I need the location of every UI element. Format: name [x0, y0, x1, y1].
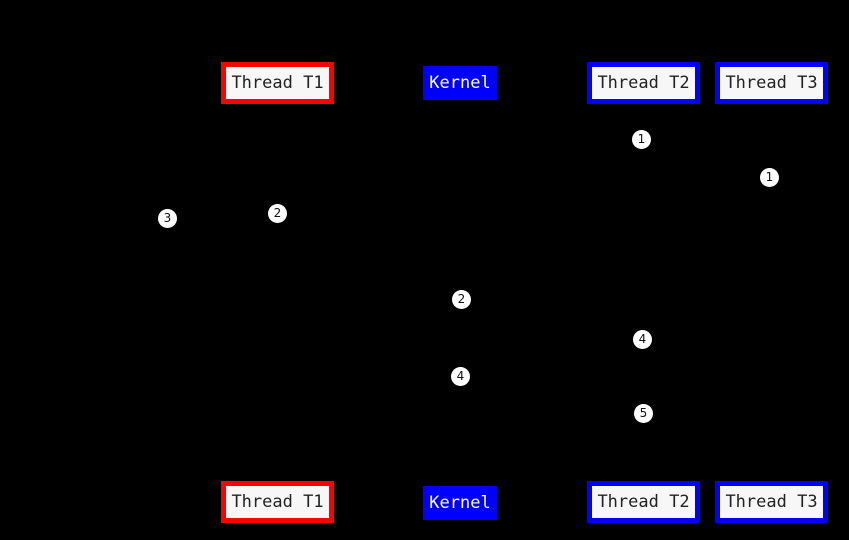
participant-box-thread-t1-bottom[interactable]: Thread T1	[221, 481, 334, 523]
participant-box-kernel-bottom[interactable]: Kernel	[423, 486, 497, 520]
participant-label-thread-t2-top: Thread T2	[597, 72, 690, 93]
participant-box-thread-t2-top[interactable]: Thread T2	[587, 62, 700, 104]
participant-label-thread-t3-top: Thread T3	[725, 72, 818, 93]
step-badge[interactable]: 4	[451, 367, 470, 386]
lifeline-thread-t3	[771, 104, 772, 481]
participant-box-thread-t2-bottom[interactable]: Thread T2	[587, 481, 700, 523]
participant-label-thread-t2-bottom: Thread T2	[597, 491, 690, 512]
participant-box-thread-t3-top[interactable]: Thread T3	[715, 62, 828, 104]
participant-label-kernel-bottom: Kernel	[429, 492, 491, 513]
participant-box-kernel-top[interactable]: Kernel	[423, 66, 497, 100]
participant-label-thread-t1-bottom: Thread T1	[231, 491, 324, 512]
participant-label-kernel-top: Kernel	[429, 72, 491, 93]
step-badge[interactable]: 2	[452, 290, 471, 309]
step-badge[interactable]: 3	[158, 209, 177, 228]
participant-label-thread-t1-top: Thread T1	[231, 72, 324, 93]
step-badge[interactable]: 5	[634, 404, 653, 423]
step-badge[interactable]: 2	[268, 204, 287, 223]
message-arrow-3	[167, 215, 277, 216]
participant-box-thread-t3-bottom[interactable]: Thread T3	[715, 481, 828, 523]
participant-box-thread-t1-top[interactable]: Thread T1	[221, 62, 334, 104]
participant-label-thread-t3-bottom: Thread T3	[725, 491, 818, 512]
step-badge[interactable]: 1	[632, 130, 651, 149]
lifeline-thread-t2	[643, 104, 644, 481]
step-badge[interactable]: 1	[760, 168, 779, 187]
lifeline-thread-t1	[277, 104, 278, 481]
step-badge[interactable]: 4	[633, 330, 652, 349]
